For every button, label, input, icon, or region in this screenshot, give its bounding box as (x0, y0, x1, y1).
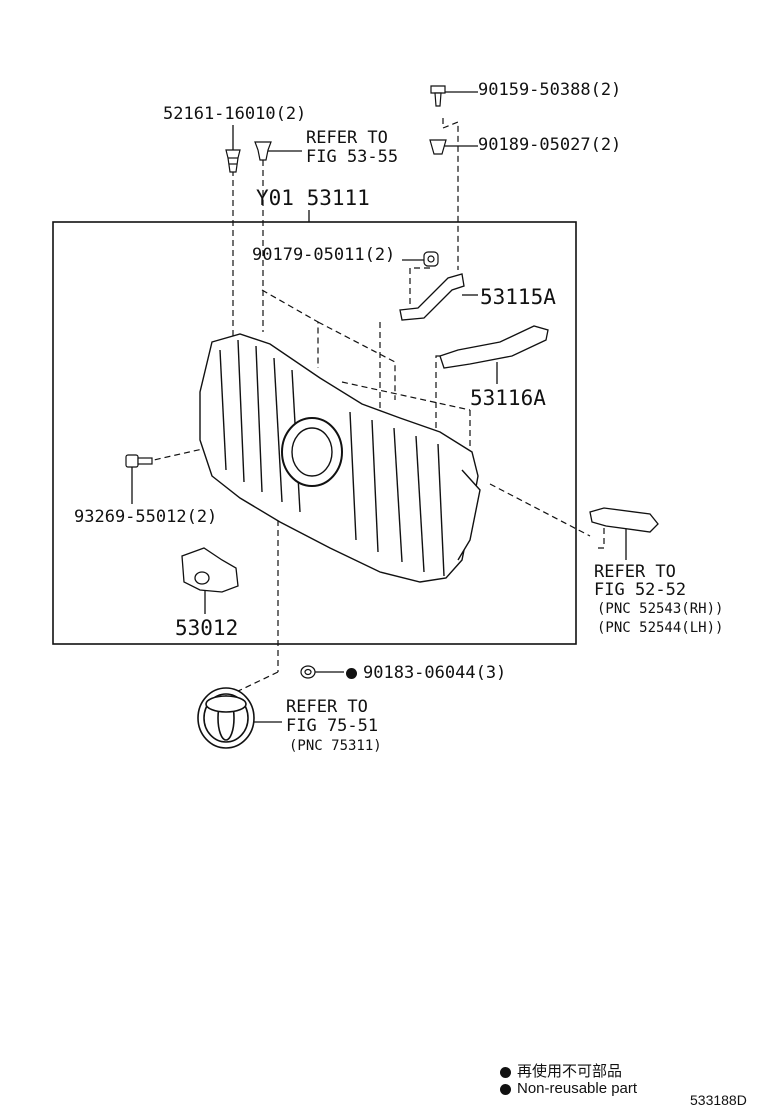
assembly-frame (52, 221, 577, 645)
label-53116A: 53116A (470, 386, 546, 410)
non-reusable-dot-icon (346, 667, 357, 679)
label-53115A: 53115A (480, 285, 556, 309)
side-trim-shape (589, 507, 659, 533)
radiator-grille-shape (199, 333, 481, 583)
label-pnc-52543: (PNC 52543(RH)) (597, 601, 724, 617)
bolt-93269-icon (125, 454, 153, 468)
label-90189: 90189-05027(2) (478, 135, 622, 155)
label-93269: 93269-55012(2) (74, 507, 218, 527)
retainer-53115A-shape (399, 273, 465, 321)
emblem-shape (197, 687, 255, 749)
legend-dot-icon-2 (500, 1083, 511, 1095)
nut-90179-icon (423, 251, 439, 267)
label-52161: 52161-16010(2) (163, 104, 307, 124)
legend-dot-icon (500, 1066, 511, 1078)
figure-reference: 533188D (690, 1092, 747, 1108)
legend-jp-text: 再使用不可部品 (517, 1063, 623, 1080)
legend-jp: 再使用不可部品 (500, 1060, 622, 1081)
label-refer-52-52-line2: FIG 52-52 (594, 580, 687, 600)
label-90183: 90183-06044(3) (346, 663, 506, 683)
label-refer-75-51-line2: FIG 75-51 (286, 716, 379, 736)
clip-90189-icon (429, 139, 447, 155)
label-90183-text: 90183-06044(3) (363, 663, 507, 683)
clip-53-55-icon (254, 141, 272, 161)
legend-en-text: Non-reusable part (517, 1080, 638, 1097)
label-refer-53-55-line2: FIG 53-55 (306, 147, 399, 167)
label-refer-53-55-line1: REFER TO (306, 128, 388, 148)
label-90179: 90179-05011(2) (252, 245, 396, 265)
label-pnc-75311: (PNC 75311) (289, 738, 382, 754)
legend-en: Non-reusable part (500, 1080, 637, 1097)
label-pnc-52544: (PNC 52544(LH)) (597, 620, 724, 636)
label-refer-75-51-line1: REFER TO (286, 697, 368, 717)
label-90159: 90159-50388(2) (478, 80, 622, 100)
bracket-53012-shape (181, 547, 239, 593)
label-53111: Y01 53111 (256, 186, 370, 210)
label-53012: 53012 (175, 616, 239, 640)
label-refer-52-52-line1: REFER TO (594, 562, 676, 582)
retainer-53116A-shape (439, 325, 549, 369)
screw-52161-icon (225, 149, 241, 173)
screw-90159-icon (430, 85, 446, 107)
clip-90183-icon (300, 665, 316, 679)
